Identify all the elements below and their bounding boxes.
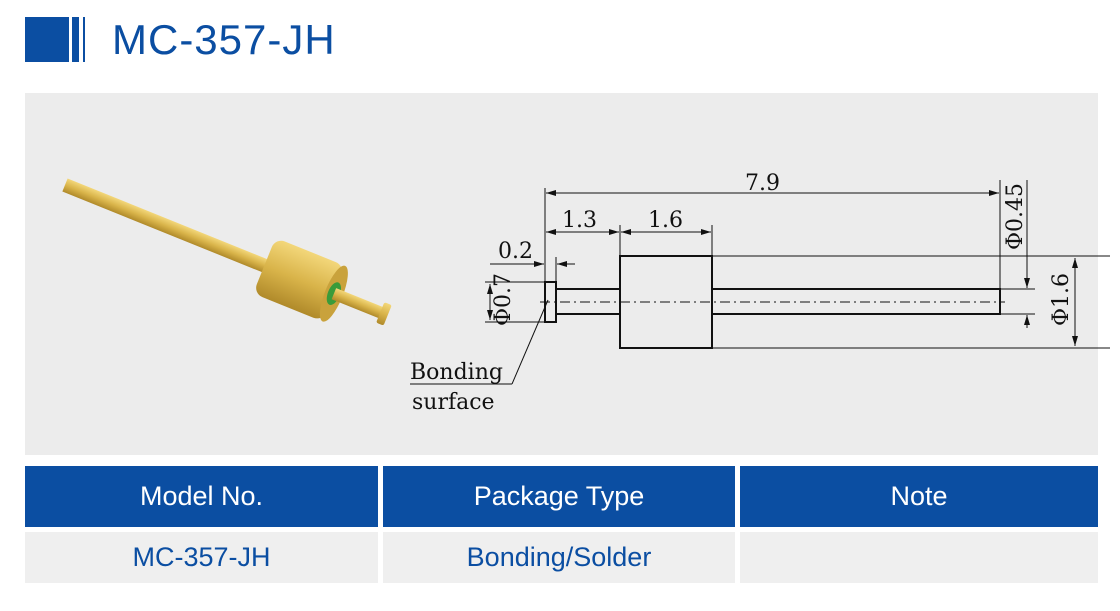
technical-drawing: 7.9 1.3 1.6 0.2 Φ0.7 Φ0.45 Φ1.6 Bonding … xyxy=(62,171,1110,415)
dim-seg1: 1.3 xyxy=(562,208,597,233)
header-note: Note xyxy=(740,466,1098,527)
title-logo-icon xyxy=(25,17,85,62)
dim-body-dia: Φ1.6 xyxy=(1049,273,1074,326)
dimension-lines xyxy=(410,180,1110,385)
page-title: MC-357-JH xyxy=(112,16,336,63)
drawing-panel xyxy=(25,93,1098,455)
dim-overall: 7.9 xyxy=(745,171,780,196)
cell-model: MC-357-JH xyxy=(25,532,378,583)
cell-note xyxy=(740,532,1098,583)
label-surface: surface xyxy=(412,390,495,415)
dim-head-dia: Φ0.7 xyxy=(491,273,516,326)
pin-photo xyxy=(62,178,392,325)
cell-package: Bonding/Solder xyxy=(383,532,735,583)
label-bonding: Bonding xyxy=(410,360,503,385)
header-package: Package Type xyxy=(383,466,735,527)
dim-head: 0.2 xyxy=(498,239,533,264)
dim-seg2: 1.6 xyxy=(648,208,683,233)
header-model: Model No. xyxy=(25,466,378,527)
dim-shaft-dia: Φ0.45 xyxy=(1003,183,1028,250)
part-outline xyxy=(540,255,1005,349)
